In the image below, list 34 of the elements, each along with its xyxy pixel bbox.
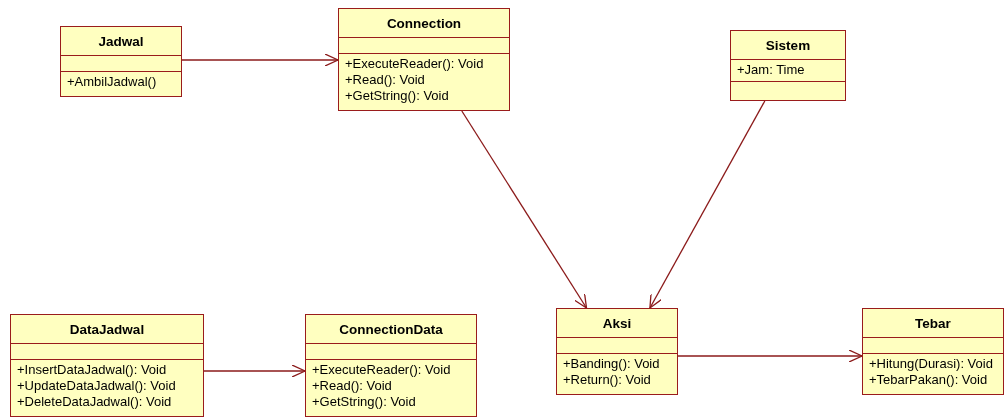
method-text: +ExecuteReader(): Void [345,56,484,72]
class-name: Aksi [602,315,632,331]
method-text: +GetString(): Void [312,394,416,410]
class-box [305,314,477,417]
class-name: DataJadwal [69,321,145,337]
arrow [677,349,863,363]
method-text: +Banding(): Void [563,356,660,372]
method-text: +Hitung(Durasi): Void [869,356,993,372]
class-name: ConnectionData [339,321,443,337]
method-text: +AmbilJadwal() [67,74,157,90]
method-text: +ExecuteReader(): Void [312,362,451,378]
class-box [60,26,182,97]
method-text: +GetString(): Void [345,88,449,104]
arrow [461,110,588,309]
class-name: Connection [386,15,462,31]
method-text: +InsertDataJadwal(): Void [17,362,167,378]
attribute-text: +Jam: Time [737,62,805,78]
method-text: +DeleteDataJadwal(): Void [17,394,172,410]
class-box [730,30,846,101]
class-box [338,8,510,111]
arrow [649,100,766,309]
method-text: +Return(): Void [563,372,651,388]
class-box [10,314,204,417]
class-box [862,308,1004,395]
class-name: Tebar [915,315,951,331]
arrow [181,53,339,67]
arrow [203,364,306,378]
method-text: +TebarPakan(): Void [869,372,988,388]
method-text: +Read(): Void [345,72,425,88]
method-text: +Read(): Void [312,378,392,394]
class-box [556,308,678,395]
class-name: Jadwal [98,33,144,49]
method-text: +UpdateDataJadwal(): Void [17,378,176,394]
class-name: Sistem [765,37,811,53]
